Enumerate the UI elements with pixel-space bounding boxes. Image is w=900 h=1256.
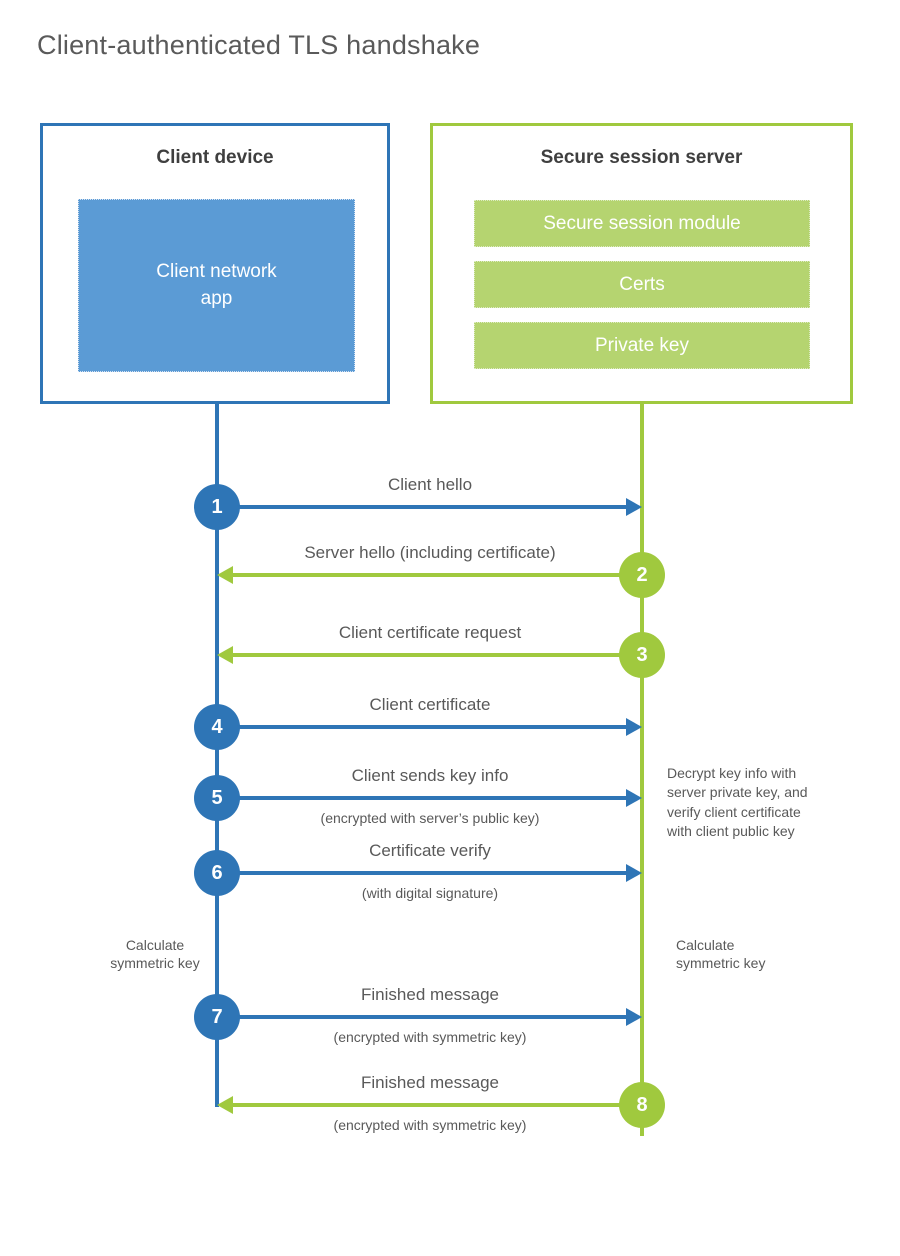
secure-session-server-title: Secure session server [540, 147, 743, 168]
step-3-arrow-head [217, 646, 233, 664]
step-4-arrow-line [217, 725, 626, 729]
step-2-arrow-line [233, 573, 642, 577]
calculate-symmetric-key-note-client: Calculate symmetric key [110, 937, 200, 971]
step-4-label: Client certificate [369, 695, 491, 714]
step-5-label: Client sends key info [351, 766, 509, 785]
client-device-box: Client device Client network app [40, 123, 390, 404]
step-8-label: Finished message [361, 1073, 499, 1092]
page-title: Client-authenticated TLS handshake [37, 30, 481, 60]
step-7-arrow-head [626, 1008, 642, 1026]
step-7-sublabel: (encrypted with symmetric key) [333, 1029, 527, 1045]
client-network-app-box: Client network app [78, 199, 355, 372]
step-8-arrow-head [217, 1096, 233, 1114]
step-7-label: Finished message [361, 985, 499, 1004]
step-6-badge: 6 [194, 850, 240, 896]
step-8-sublabel: (encrypted with symmetric key) [333, 1117, 527, 1133]
server-module-bar: Certs [474, 261, 810, 308]
step-4-badge: 4 [194, 704, 240, 750]
secure-session-server-box: Secure session server Secure session mod… [430, 123, 853, 404]
step-6-arrow-head [626, 864, 642, 882]
step-7-badge: 7 [194, 994, 240, 1040]
step-1-label: Client hello [387, 475, 473, 494]
step-6-arrow-line [217, 871, 626, 875]
step-7-arrow-line [217, 1015, 626, 1019]
step-4-arrow-head [626, 718, 642, 736]
step-3-arrow-line [233, 653, 642, 657]
step-1-arrow-line [217, 505, 626, 509]
step-1-badge: 1 [194, 484, 240, 530]
decrypt-note: Decrypt key info with server private key… [667, 765, 808, 839]
step-2-arrow-head [217, 566, 233, 584]
server-module-bar: Secure session module [474, 200, 810, 247]
server-lifeline [640, 404, 644, 1136]
calculate-symmetric-key-note-server: Calculate symmetric key [676, 937, 766, 971]
step-5-arrow-head [626, 789, 642, 807]
server-module-bar: Private key [474, 322, 810, 369]
step-3-badge: 3 [619, 632, 665, 678]
step-5-badge: 5 [194, 775, 240, 821]
step-5-arrow-line [217, 796, 626, 800]
step-6-sublabel: (with digital signature) [361, 885, 499, 901]
client-lifeline [215, 404, 219, 1107]
step-2-badge: 2 [619, 552, 665, 598]
step-5-sublabel: (encrypted with server’s public key) [320, 810, 540, 826]
step-8-arrow-line [233, 1103, 642, 1107]
step-8-badge: 8 [619, 1082, 665, 1128]
client-device-title: Client device [156, 147, 274, 168]
step-2-label: Server hello (including certificate) [304, 543, 556, 562]
step-6-label: Certificate verify [369, 841, 491, 860]
step-3-label: Client certificate request [338, 623, 522, 642]
step-1-arrow-head [626, 498, 642, 516]
